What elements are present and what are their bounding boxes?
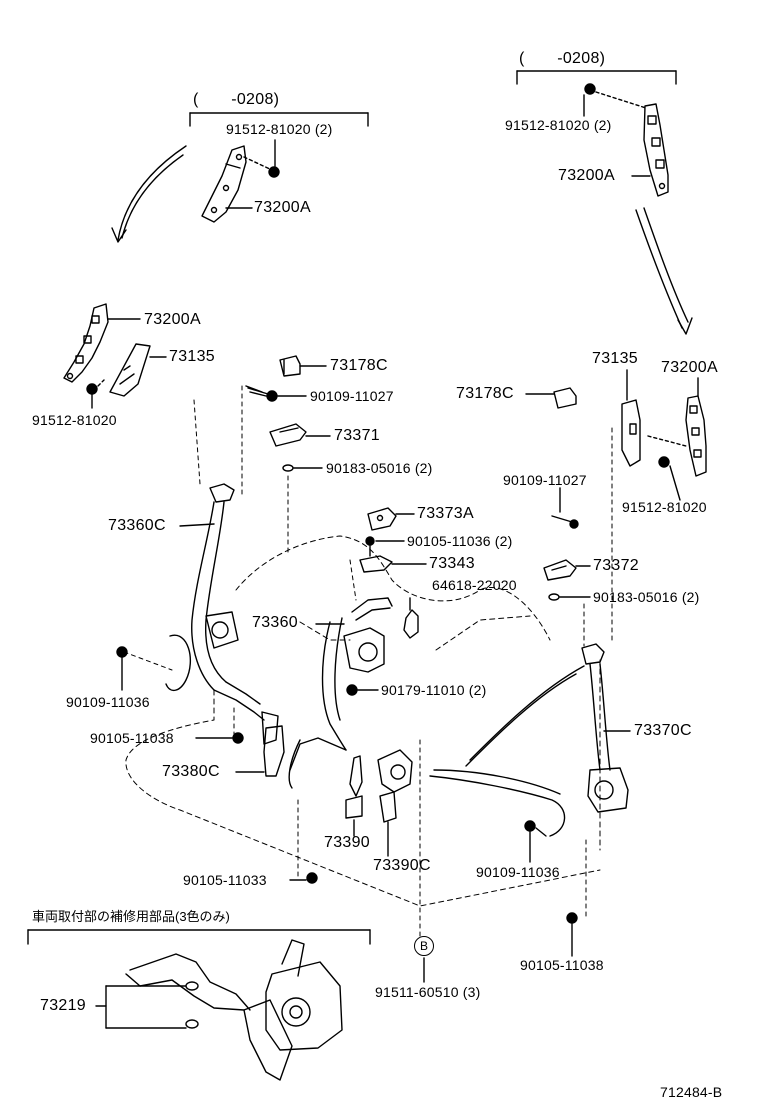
- part-label-91512-81020-left: 91512-81020: [32, 412, 117, 428]
- bolt-90109-11027-right: [551, 515, 579, 529]
- leader: [179, 523, 215, 527]
- anchor-plate-right: [685, 395, 707, 477]
- cap-73178c-right: [553, 387, 577, 409]
- part-label-73200a-mid-left: 73200A: [144, 311, 201, 328]
- part-label-91511-60510: 91511-60510 (3): [375, 984, 481, 1000]
- seat-outline: [125, 535, 601, 907]
- part-label-73178c-center: 73178C: [330, 357, 388, 374]
- part-label-73135-left: 73135: [169, 348, 215, 365]
- anchor-plate-left: [63, 303, 109, 383]
- part-label-91512-81020-2-right: 91512-81020 (2): [505, 117, 612, 133]
- part-label-91512-81020-2-left: 91512-81020 (2): [226, 121, 333, 137]
- belt-73370c: [429, 643, 629, 837]
- bolt-right-anchor: [647, 435, 687, 501]
- part-label-73178c-right: 73178C: [456, 385, 514, 402]
- callout-b: B: [414, 936, 434, 956]
- part-label-73360: 73360: [252, 614, 298, 631]
- range-bracket-left: [189, 112, 369, 127]
- range-label-top-right: ( -0208): [519, 50, 606, 67]
- part-label-73219: 73219: [40, 997, 86, 1014]
- cap-73178c-center: [279, 355, 301, 377]
- part-label-73200a-top-left: 73200A: [254, 199, 311, 216]
- part-label-90105-11036-2: 90105-11036 (2): [407, 533, 513, 549]
- part-label-90105-11038-right: 90105-11038: [520, 957, 604, 973]
- assembly-lines: [123, 385, 613, 941]
- bolt-top-left: [243, 156, 280, 178]
- anchor-plate-top-right: [643, 103, 669, 197]
- range-label-top-left: ( -0208): [193, 91, 280, 108]
- part-label-90109-11036-left: 90109-11036: [66, 694, 150, 710]
- buckle-73390: [345, 795, 363, 819]
- detail-leaders: [95, 985, 187, 1029]
- bolt-top-right: [584, 83, 647, 109]
- bolt-90105-11038-left: [232, 732, 244, 744]
- washer-right: [548, 593, 560, 601]
- part-label-73390c: 73390C: [373, 857, 431, 874]
- bolt-90105-11033: [306, 872, 318, 884]
- part-label-73370c: 73370C: [634, 722, 692, 739]
- bolt-left-anchor: [86, 379, 105, 409]
- part-label-64618-22020: 64618-22020: [432, 577, 517, 593]
- guide-73343: [359, 555, 393, 573]
- part-label-90109-11027-right: 90109-11027: [503, 472, 587, 488]
- flow-arrow-left: [111, 145, 187, 243]
- illustration-id: 712484-B: [660, 1084, 723, 1100]
- part-label-90109-11036-right: 90109-11036: [476, 864, 560, 880]
- part-label-91512-81020-right: 91512-81020: [622, 499, 707, 515]
- part-label-73360c: 73360C: [108, 517, 166, 534]
- detail-retractor: [125, 939, 343, 1081]
- pillar-cover-left: [109, 343, 151, 397]
- nut-90179-11010: [346, 684, 358, 696]
- flow-arrow-right: [635, 207, 693, 335]
- part-label-90109-11027-center: 90109-11027: [310, 388, 394, 404]
- belt-73360: [288, 597, 413, 797]
- part-label-90179-11010: 90179-11010 (2): [381, 682, 487, 698]
- clip-64618-22020: [403, 609, 419, 639]
- part-label-90105-11033: 90105-11033: [183, 872, 267, 888]
- part-label-90183-05016-center: 90183-05016 (2): [326, 460, 433, 476]
- pillar-cover-right: [621, 399, 641, 467]
- part-label-73371: 73371: [334, 427, 380, 444]
- bolt-90109-11036-left: [116, 646, 128, 691]
- cover-73371: [269, 423, 307, 447]
- clip-73373a: [367, 507, 397, 531]
- part-label-90183-05016-right: 90183-05016 (2): [593, 589, 700, 605]
- detail-note-jp: 車両取付部の補修用部品(3色のみ): [32, 909, 230, 924]
- part-label-73380c: 73380C: [162, 763, 220, 780]
- anchor-plate-top-left: [201, 145, 247, 223]
- buckle-73390c: [379, 791, 397, 823]
- part-label-73373a: 73373A: [417, 505, 474, 522]
- part-label-73372: 73372: [593, 557, 639, 574]
- part-label-73200a-mid-right: 73200A: [661, 359, 718, 376]
- bolt-90109-11027-center: [245, 385, 278, 402]
- bolt-90105-11038-right: [566, 912, 578, 924]
- buckle-73380c: [263, 725, 285, 777]
- part-label-73390: 73390: [324, 834, 370, 851]
- part-label-73343: 73343: [429, 555, 475, 572]
- washer-center: [282, 464, 294, 472]
- range-bracket-right: [516, 70, 677, 85]
- bolt-90109-11036-right: [524, 820, 547, 837]
- bolt-90105-11036: [365, 536, 375, 557]
- part-label-90105-11038-left: 90105-11038: [90, 730, 174, 746]
- cover-73372: [543, 559, 577, 581]
- part-label-73200a-top-right: 73200A: [558, 167, 615, 184]
- part-label-73135-right: 73135: [592, 350, 638, 367]
- detail-bracket: [27, 929, 371, 945]
- belt-73360c: [165, 483, 279, 745]
